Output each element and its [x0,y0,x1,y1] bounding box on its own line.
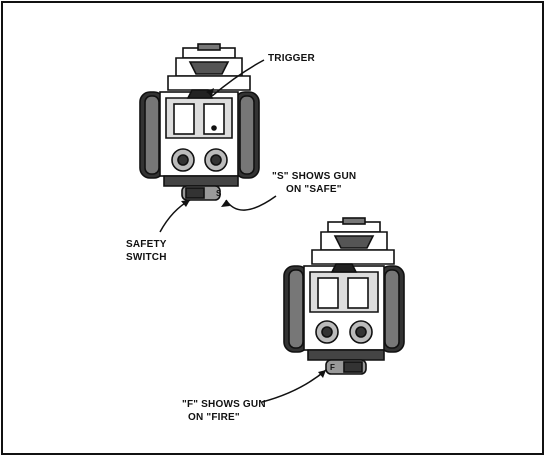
safety-switch-label: SAFETY SWITCH [126,238,167,264]
trigger-leader [211,59,265,97]
safe-label-line1: "S" SHOWS GUN [272,171,357,182]
safe-label-line2: ON "SAFE" [286,184,342,195]
fire-leader [261,369,327,403]
fire-indicator-label: "F" SHOWS GUN ON "FIRE" [182,398,266,424]
gun-rear-view-fire [283,217,405,375]
switch-label-line2: SWITCH [126,252,167,263]
trigger-label: TRIGGER [268,53,315,64]
safe-letter-mark: S [216,189,222,198]
safe-leader [225,195,277,211]
fire-label-line1: "F" SHOWS GUN [182,399,266,410]
safe-indicator-label: "S" SHOWS GUN ON "SAFE" [272,170,356,196]
switch-label-line1: SAFETY [126,239,167,250]
fire-letter-mark: F [330,363,335,372]
leader-arrowheads [181,88,326,378]
gun-rear-view-safe [139,43,260,201]
fire-label-line2: ON "FIRE" [188,412,240,423]
